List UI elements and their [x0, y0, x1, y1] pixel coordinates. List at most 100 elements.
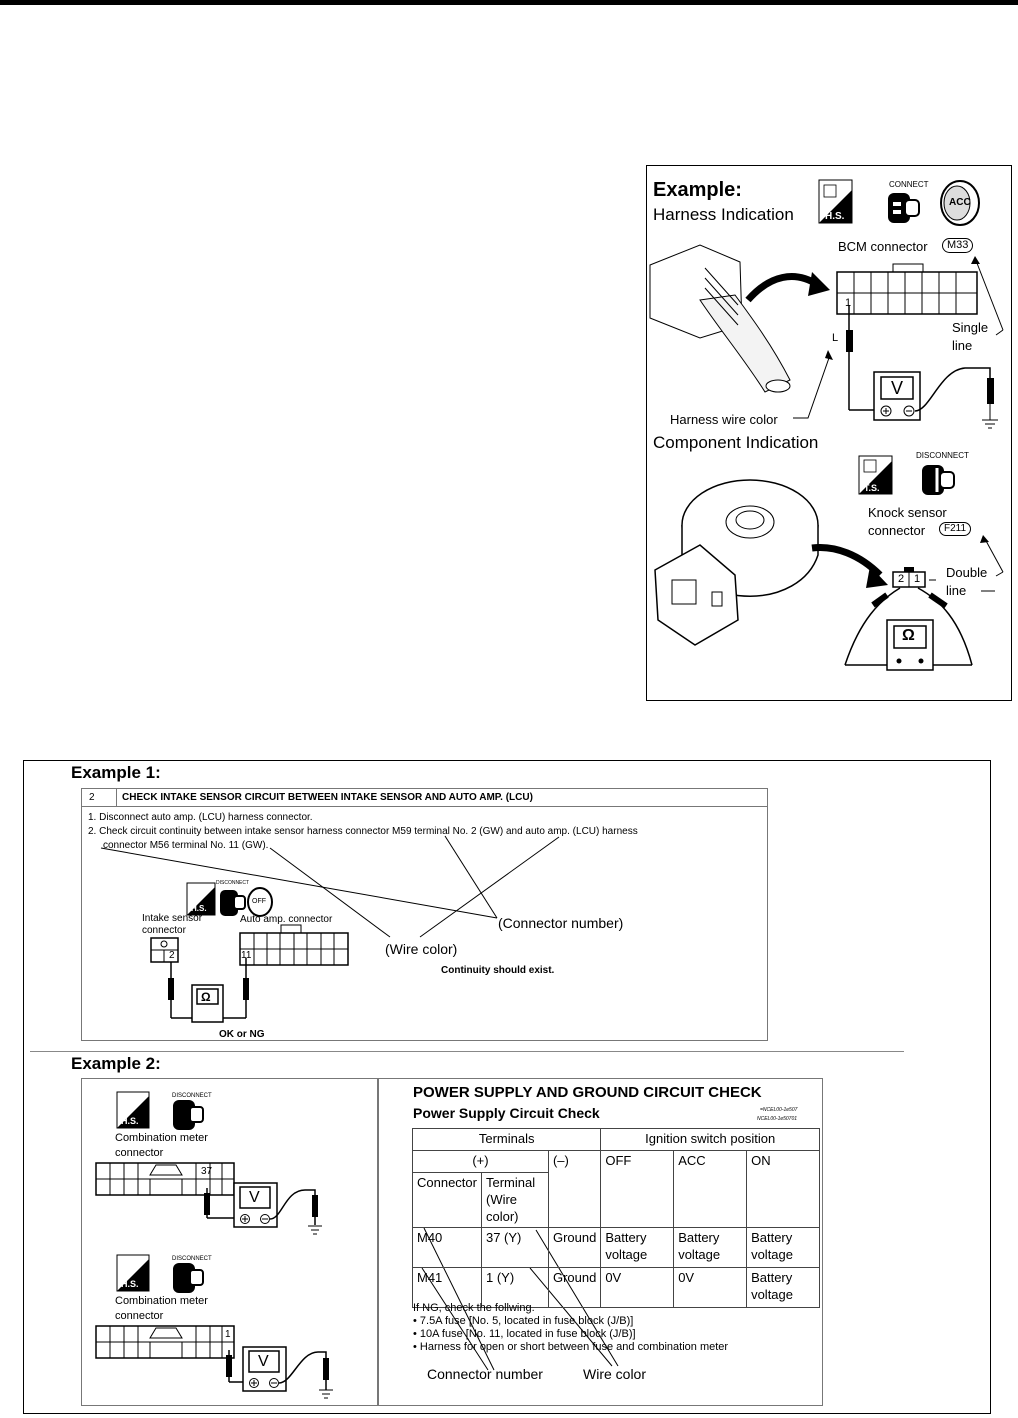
disconnect-icon-label: DISCONNECT [916, 451, 969, 460]
example2-disconnect-label-a: DISCONNECT [172, 1093, 212, 1099]
top-rule [0, 0, 1018, 5]
table-row: M41 1 (Y) Ground 0V 0V Battery voltage [412, 1267, 820, 1309]
knock-connector-number: F211 [939, 522, 972, 536]
wire-color-callout: (Wire color) [385, 941, 458, 957]
ex1-icons [186, 882, 273, 917]
knock-pin-1: 1 [914, 573, 921, 585]
power-supply-heading: POWER SUPPLY AND GROUND CIRCUIT CHECK [413, 1084, 762, 1101]
bcm-connector [836, 263, 978, 315]
comb-connector-b [95, 1325, 235, 1359]
example2-right-panel [378, 1078, 823, 1406]
ex2-icons-b [116, 1254, 204, 1293]
ex2-voltmeter-b [242, 1346, 287, 1392]
combination-meter-label-a2: connector [115, 1147, 164, 1159]
example2-left-panel [81, 1078, 378, 1406]
power-supply-table: Terminals Ignition switch position (+) (… [411, 1128, 820, 1309]
harness-wire-color-label: Harness wire color [670, 412, 778, 427]
row-terminal: 1 (Y) [480, 1267, 549, 1309]
ng-note-2: • 10A fuse [No. 11, located in fuse bloc… [413, 1328, 636, 1340]
example1-step-divider [116, 788, 117, 806]
terminal-header: Terminal(Wire color) [480, 1171, 549, 1229]
single-line-label-1: Single [952, 320, 989, 335]
row-minus: Ground [547, 1227, 602, 1269]
knock-connector [892, 567, 926, 588]
pin-37-label: 37 [201, 1166, 213, 1177]
ignition-header: Ignition switch position [600, 1128, 820, 1151]
comb-connector-a [95, 1162, 235, 1196]
example2-hs-label-a: H.S. [121, 1116, 139, 1126]
disconnect-icon [922, 465, 955, 495]
acc-icon-label: ACC [949, 197, 971, 208]
bcm-pin-number: 1 [845, 297, 852, 309]
example1-step-header [81, 788, 768, 807]
combination-meter-label-b1: Combination meter [115, 1295, 208, 1307]
pin-1-label: 1 [225, 1329, 231, 1340]
row-acc: Battery voltage [673, 1227, 748, 1269]
connect-icon [888, 193, 920, 223]
continuity-text: Continuity should exist. [441, 965, 555, 976]
knock-sensor [654, 479, 819, 646]
row-off: Battery voltage [600, 1227, 675, 1269]
connector-header: Connector [412, 1171, 482, 1229]
terminals-header: Terminals [411, 1128, 602, 1151]
bcm-connector-number: M33 [942, 238, 974, 253]
row-acc: 0V [673, 1267, 748, 1309]
row-minus: Ground [547, 1267, 602, 1309]
ng-note-1: • 7.5A fuse [No. 5, located in fuse bloc… [413, 1315, 634, 1327]
intake-sensor-label-1: Intake sensor [142, 913, 203, 924]
example1-line1: 1. Disconnect auto amp. (LCU) harness co… [88, 812, 313, 823]
connect-icon-label: CONNECT [889, 180, 929, 189]
knock-pin-2: 2 [898, 573, 905, 585]
example1-off-label: OFF [252, 898, 266, 905]
on-header: ON [746, 1149, 820, 1229]
terminal-header-line2: (Wire color) [485, 1191, 519, 1224]
connector-number-label: Connector number [427, 1366, 543, 1382]
examples-box [23, 760, 991, 1414]
ex2-icons-a [116, 1091, 204, 1130]
wire-color-l: L [832, 332, 839, 344]
example1-line3: connector M56 terminal No. 11 (GW). [103, 840, 269, 851]
ohmmeter [886, 619, 934, 671]
table-row: M40 37 (Y) Ground Battery voltage Batter… [412, 1227, 820, 1269]
knock-sensor-label-1: Knock sensor [868, 505, 947, 520]
harness-indication-label: Harness Indication [653, 205, 794, 224]
power-supply-subheading: Power Supply Circuit Check [413, 1105, 600, 1121]
example1-step-title: CHECK INTAKE SENSOR CIRCUIT BETWEEN INTA… [122, 792, 533, 803]
connector-number-callout: (Connector number) [498, 915, 624, 931]
single-line-label-2: line [952, 338, 973, 353]
example-title: Example: [653, 179, 742, 201]
intake-sensor-connector [150, 937, 179, 963]
component-indication-label: Component Indication [653, 433, 819, 452]
intake-pin-2: 2 [169, 950, 175, 961]
row-terminal: 37 (Y) [480, 1227, 549, 1269]
example1-disconnect-label: DISCONNECT [216, 880, 250, 886]
row-on: Battery voltage [746, 1227, 820, 1269]
auto-amp-label: Auto amp. connector [240, 914, 333, 925]
example2-volt-symbol-b: V [258, 1353, 269, 1370]
double-line-label-1: Double [946, 565, 988, 580]
harness-bundle [649, 244, 791, 393]
row-connector: M41 [412, 1267, 482, 1309]
example1-title: Example 1: [71, 763, 161, 782]
reference-code-2: NCEL00-1e50701 [757, 1116, 798, 1122]
auto-amp-pin-11: 11 [241, 950, 252, 961]
intake-sensor-label-2: connector [142, 925, 186, 936]
examples-divider [30, 1051, 904, 1052]
combination-meter-label-a1: Combination meter [115, 1132, 208, 1144]
ex1-ohmmeter [191, 984, 224, 1023]
ng-note-3: • Harness for open or short between fuse… [413, 1341, 729, 1353]
example2-volt-symbol-a: V [249, 1189, 260, 1206]
minus-header: (–) [547, 1149, 602, 1229]
auto-amp-connector [239, 924, 349, 966]
ts-icon-label: T.S. [864, 483, 880, 493]
off-header: OFF [600, 1149, 675, 1229]
ts-icon [858, 455, 893, 495]
acc-header: ACC [673, 1149, 748, 1229]
ex2-voltmeter-a [233, 1182, 278, 1228]
ok-ng-text: OK or NG [219, 1029, 265, 1040]
row-connector: M40 [412, 1227, 482, 1269]
ohm-symbol: Ω [902, 627, 915, 644]
example1-panel [81, 788, 768, 1041]
bcm-connector-label: BCM connector [838, 239, 928, 254]
combination-meter-label-b2: connector [115, 1310, 164, 1322]
